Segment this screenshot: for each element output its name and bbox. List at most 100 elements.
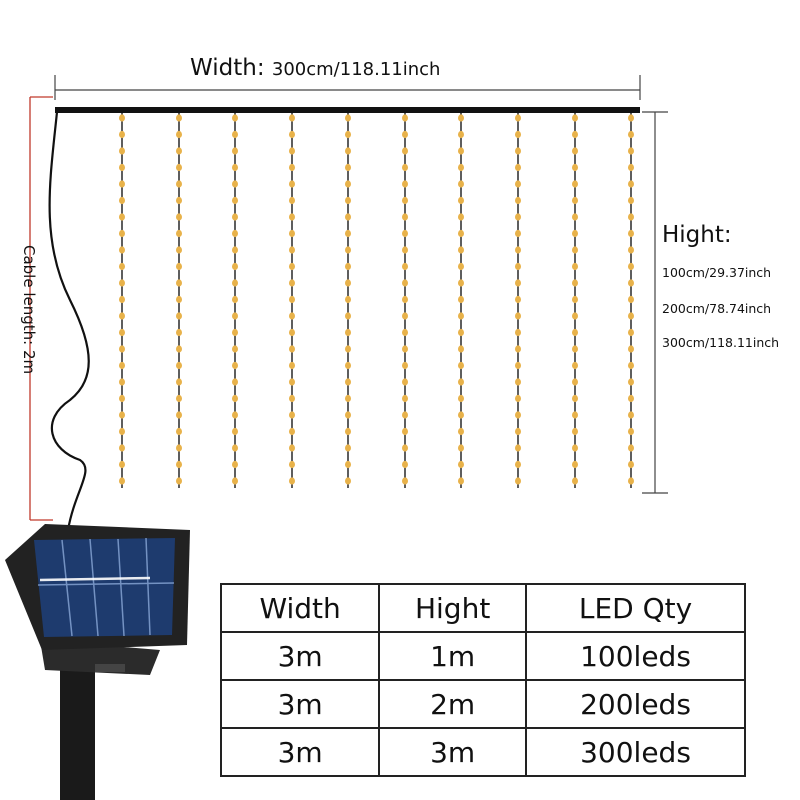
led-bulb [232,229,238,238]
led-bulb [628,262,634,271]
led-bulb [176,163,182,172]
height-dimension-line [642,111,668,494]
led-bulb [289,444,295,452]
led-bulb [402,213,408,221]
led-bulb [119,180,125,188]
led-bulb [458,427,464,436]
led-bulb [402,130,408,139]
led-bulb [458,180,464,188]
table-cell: 3m [219,679,381,729]
table-cell: 3m [378,727,528,777]
led-bulb [628,328,634,337]
led-bulb [289,477,295,485]
led-bulb [402,477,408,485]
led-bulb [458,279,464,287]
led-bulb [628,147,634,155]
led-bulb [345,312,351,320]
table-header-cell: LED Qty [525,583,746,633]
led-bulb [289,246,295,254]
led-bulb [572,279,578,287]
led-bulb [572,444,578,452]
led-bulb [515,279,521,287]
led-bulb [176,246,182,254]
led-bulb [176,114,182,122]
led-bulb [458,411,464,419]
led-bulb [515,394,521,403]
led-bulb [345,180,351,188]
led-bulb [515,361,521,370]
led-bulb [458,262,464,271]
led-bulb [176,361,182,370]
led-bulb [515,163,521,172]
led-bulb [628,361,634,370]
led-bulb [515,180,521,188]
led-bulb [402,345,408,353]
table-row: 3m 1m 100leds [219,631,746,681]
led-bulb [119,328,125,337]
led-bulb [119,378,125,386]
led-bulb [289,279,295,287]
led-bulb [628,163,634,172]
light-strands [119,113,634,488]
led-bulb [289,328,295,337]
led-bulb [232,130,238,139]
led-bulb [345,229,351,238]
led-bulb [572,328,578,337]
led-bulb [458,394,464,403]
led-bulb [628,411,634,419]
led-bulb [402,328,408,337]
led-bulb [119,262,125,271]
led-bulb [458,345,464,353]
led-bulb [232,444,238,452]
led-bulb [458,246,464,254]
led-bulb [628,180,634,188]
led-bulb [572,312,578,320]
led-bulb [345,279,351,287]
led-bulb [119,196,125,205]
led-bulb [289,229,295,238]
led-bulb [628,213,634,221]
led-bulb [345,378,351,386]
led-bulb [232,328,238,337]
led-bulb [402,394,408,403]
led-bulb [176,312,182,320]
led-bulb [458,361,464,370]
led-bulb [176,279,182,287]
width-dimension-line [54,75,641,100]
led-bulb [345,345,351,353]
led-bulb [572,130,578,139]
led-bulb [119,114,125,122]
led-bulb [345,411,351,419]
led-bulb [232,262,238,271]
led-bulb [458,460,464,469]
led-bulb [458,114,464,122]
led-bulb [176,411,182,419]
led-bulb [402,180,408,188]
led-bulb [628,460,634,469]
table-cell: 1m [378,631,528,681]
led-bulb [119,295,125,304]
led-bulb [402,378,408,386]
led-bulb [345,328,351,337]
cable-dimension-line [29,96,53,521]
led-bulb [572,295,578,304]
led-bulb [628,196,634,205]
led-bulb [458,147,464,155]
led-bulb [345,114,351,122]
led-bulb [515,114,521,122]
led-bulb [176,295,182,304]
led-bulb [515,477,521,485]
led-bulb [119,394,125,403]
led-bulb [402,229,408,238]
led-bulb [402,147,408,155]
led-bulb [515,427,521,436]
led-bulb [232,312,238,320]
led-bulb [402,444,408,452]
table-row: 3m 2m 200leds [219,679,746,729]
width-label-value: 300cm/118.11inch [271,59,441,80]
led-bulb [628,477,634,485]
led-bulb [458,444,464,452]
solar-panel-icon [5,524,190,800]
led-bulb [289,378,295,386]
